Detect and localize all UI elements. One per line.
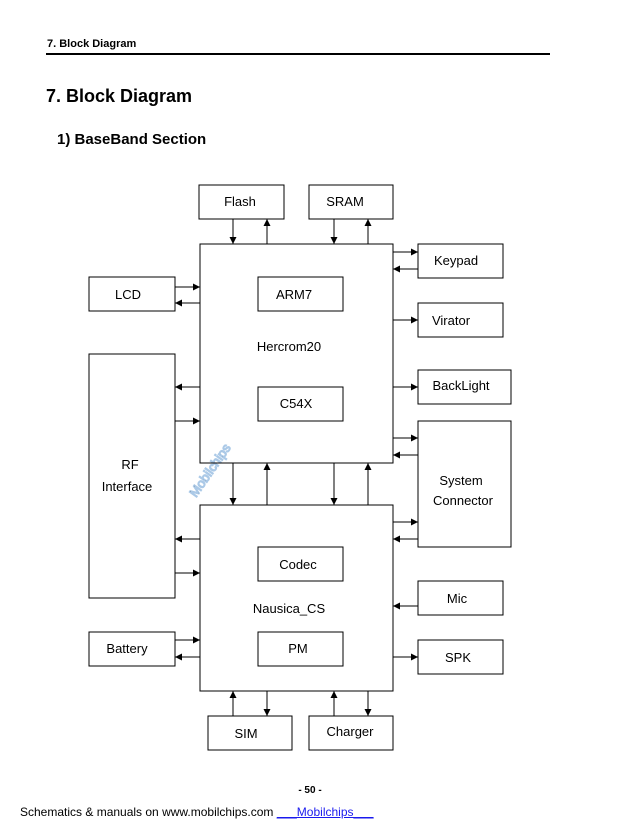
hercrom-label: Hercrom20 xyxy=(257,339,321,354)
pm-label: PM xyxy=(288,641,308,656)
sram-box xyxy=(308,184,394,220)
keypad-label: Keypad xyxy=(434,253,478,268)
nausica-block xyxy=(199,504,394,692)
footer-text: Schematics & manuals on www.mobilchips.c… xyxy=(20,805,274,819)
lcd-label: LCD xyxy=(115,287,141,302)
rf-label-line1: RF xyxy=(121,457,138,472)
codec-label: Codec xyxy=(279,557,317,572)
codec-box xyxy=(257,546,344,582)
virator-label: Virator xyxy=(432,313,471,328)
rf-label-line2: Interface xyxy=(102,479,153,494)
c54x-label: C54X xyxy=(280,396,313,411)
arm7-label: ARM7 xyxy=(276,287,312,302)
page-number: - 50 - xyxy=(298,785,322,796)
flash-label: Flash xyxy=(224,194,256,209)
connection-arrows xyxy=(175,219,418,716)
lcd-box xyxy=(88,276,176,312)
watermark-text: Mobilchips xyxy=(186,440,234,499)
system-connector-box xyxy=(417,420,512,548)
sram-label: SRAM xyxy=(326,194,364,209)
spk-label: SPK xyxy=(445,650,471,665)
section-subtitle: 1) BaseBand Section xyxy=(57,131,207,148)
charger-box xyxy=(308,715,394,751)
footer: Schematics & manuals on www.mobilchips.c… xyxy=(20,805,374,819)
backlight-label: BackLight xyxy=(432,378,489,393)
c54x-box xyxy=(257,386,344,422)
arm7-box xyxy=(257,276,344,312)
header-rule xyxy=(46,53,550,55)
battery-box xyxy=(88,631,176,667)
system-label-line1: System xyxy=(439,473,482,488)
flash-box xyxy=(198,184,285,220)
battery-label: Battery xyxy=(106,641,148,656)
sim-label: SIM xyxy=(234,726,257,741)
hercrom-block xyxy=(199,243,394,464)
sim-box xyxy=(207,715,293,751)
running-header: 7. Block Diagram xyxy=(47,38,137,50)
keypad-box xyxy=(417,243,504,279)
footer-link[interactable]: ___Mobilchips___ xyxy=(276,805,374,819)
page-title: 7. Block Diagram xyxy=(46,86,193,106)
rf-interface-box xyxy=(88,353,176,599)
nausica-label: Nausica_CS xyxy=(253,601,326,616)
mic-label: Mic xyxy=(447,591,468,606)
system-label-line2: Connector xyxy=(433,493,494,508)
charger-label: Charger xyxy=(327,724,375,739)
pm-box xyxy=(257,631,344,667)
mic-box xyxy=(417,580,504,616)
